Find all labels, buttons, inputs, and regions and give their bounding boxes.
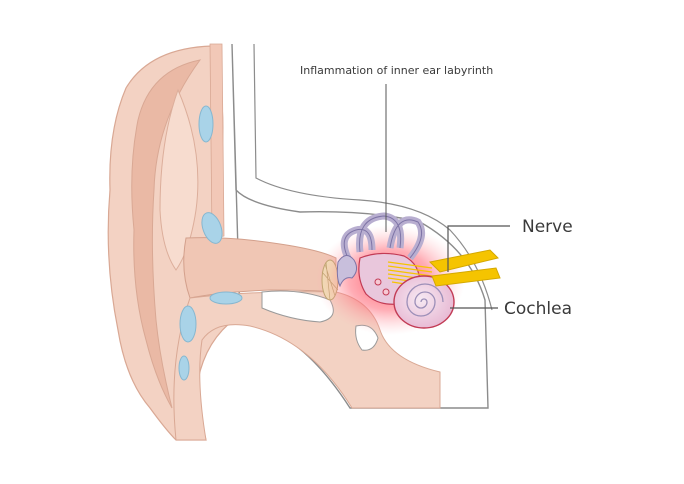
vesicle-2 bbox=[382, 288, 390, 296]
antihelix bbox=[159, 88, 199, 271]
cartilage-patch-4 bbox=[179, 305, 197, 343]
cartilage-patch-2 bbox=[201, 212, 223, 244]
cartilage-patch-1 bbox=[198, 105, 214, 143]
cochlea-shell bbox=[393, 275, 455, 329]
vesicle-1 bbox=[374, 278, 382, 286]
semicircular-canals bbox=[340, 212, 426, 264]
helix-fold bbox=[131, 59, 202, 409]
canal-wall-upper bbox=[209, 43, 225, 239]
inflammation-label: Inflammation of inner ear labyrinth bbox=[300, 64, 493, 77]
cochlea-label: Cochlea bbox=[504, 299, 572, 319]
cartilage-patch-5 bbox=[178, 355, 190, 381]
nerve-leader bbox=[447, 225, 510, 272]
cochlea-spiral bbox=[406, 283, 444, 317]
cartilage-patch-3 bbox=[209, 291, 243, 305]
ossicles bbox=[336, 255, 358, 288]
nerve-label: Nerve bbox=[522, 217, 573, 237]
